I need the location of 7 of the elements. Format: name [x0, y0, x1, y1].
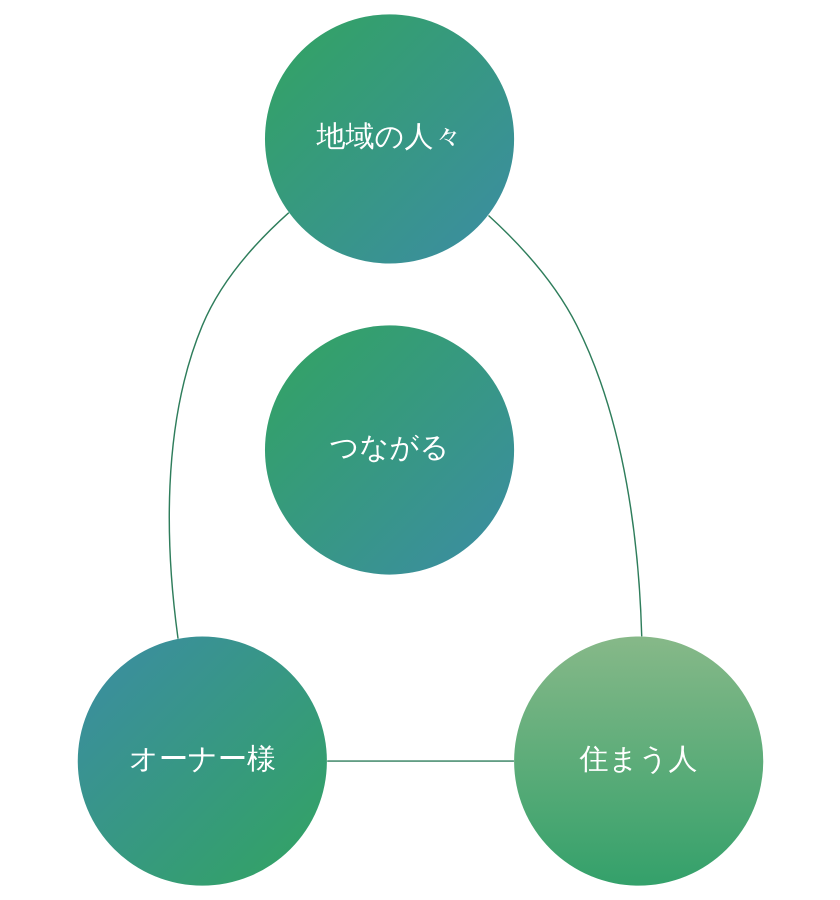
- node-circle: オーナー様: [77, 636, 326, 886]
- node-circle: 住まう人: [514, 636, 763, 886]
- node-circle: 地域の人々: [264, 14, 514, 264]
- connector: [326, 760, 514, 762]
- node-circle: つながる: [264, 325, 514, 575]
- connector: [168, 212, 289, 639]
- connector: [488, 214, 642, 636]
